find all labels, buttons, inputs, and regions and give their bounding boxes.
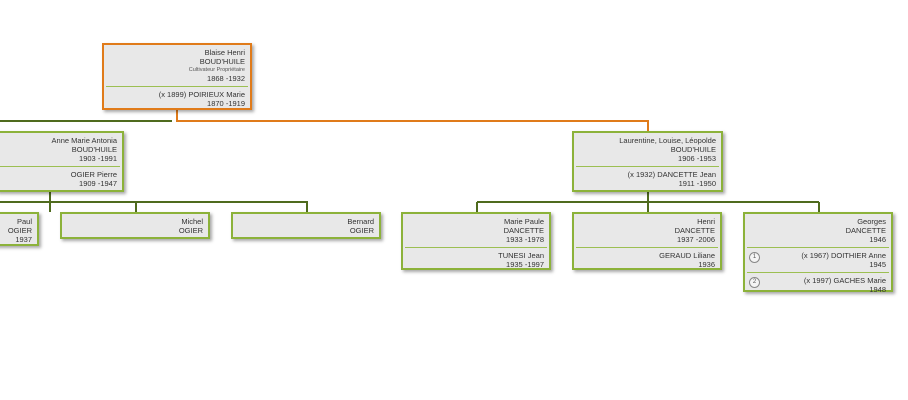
person-first-name: Anne Marie Antonia bbox=[51, 136, 117, 145]
card-separator bbox=[747, 247, 889, 248]
person-dates: 1937 -2006 bbox=[677, 235, 715, 244]
spouse-dates: 1935 -1997 bbox=[506, 260, 544, 269]
person-surname: BOUD'HUILE bbox=[670, 145, 716, 154]
person-dates: 1868 -1932 bbox=[207, 74, 245, 83]
spouse-name: (x 1932) DANCETTE Jean bbox=[627, 170, 716, 179]
marriage-number-icon: 1 bbox=[749, 252, 760, 263]
person-card-laurentine[interactable]: Laurentine, Louise, Léopolde BOUD'HUILE … bbox=[572, 131, 723, 192]
person-surname: DANCETTE bbox=[503, 226, 544, 235]
spouse-row-1: 1 (x 1967) DOITHIER Anne 1945 bbox=[749, 251, 886, 269]
spouse-name: TUNESI Jean bbox=[498, 251, 544, 260]
person-first-name: Marie Paule bbox=[503, 217, 544, 226]
card-separator bbox=[576, 166, 719, 167]
spouse-dates: 1936 bbox=[698, 260, 715, 269]
person-dates: 1933 -1978 bbox=[506, 235, 544, 244]
spouse-dates: 1945 bbox=[869, 260, 886, 269]
spouse-dates: 1948 bbox=[869, 285, 886, 294]
person-surname: DANCETTE bbox=[674, 226, 715, 235]
person-card-blaise-henri[interactable]: Blaise Henri BOUD'HUILE Cultivateur Prop… bbox=[102, 43, 252, 110]
person-card-anne-marie-antonia[interactable]: Anne Marie Antonia BOUD'HUILE 1903 -1991… bbox=[0, 131, 124, 192]
marriage-number-icon: 2 bbox=[749, 277, 760, 288]
person-dates: 1906 -1953 bbox=[678, 154, 716, 163]
spouse-name: GERAUD Liliane bbox=[659, 251, 715, 260]
person-first-name: Paul bbox=[16, 217, 32, 226]
laurentine-children-connector bbox=[476, 192, 820, 212]
spouse-row-2: 2 (x 1997) GACHES Marie 1948 bbox=[749, 276, 886, 294]
person-first-name: Bernard bbox=[347, 217, 374, 226]
person-dates: 1903 -1991 bbox=[79, 154, 117, 163]
person-dates: 1946 bbox=[869, 235, 886, 244]
spouse-name: OGIER Pierre bbox=[70, 170, 117, 179]
person-surname: OGIER bbox=[7, 226, 32, 235]
person-first-name: Michel bbox=[181, 217, 203, 226]
person-surname: BOUD'HUILE bbox=[199, 57, 245, 66]
card-separator bbox=[0, 166, 120, 167]
person-card-marie-paule[interactable]: Marie Paule DANCETTE 1933 -1978 TUNESI J… bbox=[401, 212, 551, 270]
spouse-dates: 1911 -1950 bbox=[678, 179, 716, 188]
person-card-bernard[interactable]: Bernard OGIER bbox=[231, 212, 381, 239]
card-separator bbox=[576, 247, 718, 248]
person-first-name: Laurentine, Louise, Léopolde bbox=[619, 136, 716, 145]
person-surname: DANCETTE bbox=[845, 226, 886, 235]
person-card-georges[interactable]: Georges DANCETTE 1946 1 (x 1967) DOITHIE… bbox=[743, 212, 893, 294]
person-surname: OGIER bbox=[349, 226, 374, 235]
spouse-name: (x 1967) DOITHIER Anne bbox=[801, 251, 886, 260]
spouse-name: (x 1997) GACHES Marie bbox=[803, 276, 886, 285]
person-first-name: Blaise Henri bbox=[204, 48, 245, 57]
person-card-paul[interactable]: Paul OGIER 1937 bbox=[0, 212, 39, 246]
person-occupation: Cultivateur Propriétaire bbox=[188, 67, 245, 73]
spouse-name: (x 1899) POIRIEUX Marie bbox=[158, 90, 245, 99]
card-separator bbox=[405, 247, 547, 248]
person-card-michel[interactable]: Michel OGIER bbox=[60, 212, 210, 239]
person-dates: 1937 bbox=[15, 235, 32, 244]
card-separator bbox=[747, 272, 889, 273]
person-surname: BOUD'HUILE bbox=[71, 145, 117, 154]
card-separator bbox=[106, 86, 248, 87]
root-connector bbox=[176, 110, 649, 131]
person-card-henri[interactable]: Henri DANCETTE 1937 -2006 GERAUD Liliane… bbox=[572, 212, 722, 270]
person-surname: OGIER bbox=[178, 226, 203, 235]
anne-children-connector bbox=[0, 192, 308, 212]
person-first-name: Georges bbox=[857, 217, 886, 226]
person-first-name: Henri bbox=[697, 217, 715, 226]
spouse-dates: 1870 -1919 bbox=[207, 99, 245, 108]
spouse-dates: 1909 -1947 bbox=[79, 179, 117, 188]
